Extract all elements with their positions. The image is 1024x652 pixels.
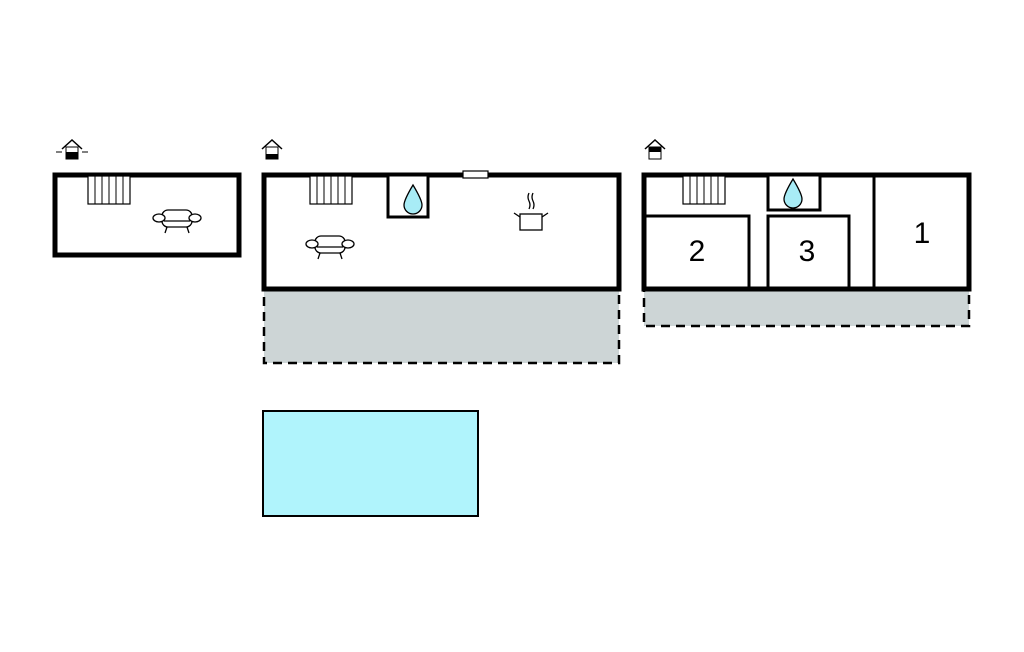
bedroom-3 [766, 214, 851, 290]
window-icon [462, 170, 489, 179]
radiator-icon [87, 175, 131, 205]
radiator-icon [682, 175, 726, 205]
room-label-1: 1 [914, 217, 931, 250]
floor-plan-basement [52, 138, 242, 258]
floor-plan-upper: 1 2 3 [641, 138, 972, 328]
level-ground-icon [261, 138, 283, 160]
room-outline [261, 172, 622, 292]
floor-plan-ground [261, 138, 622, 365]
level-upper-icon [644, 138, 666, 160]
radiator-icon [309, 175, 353, 205]
room-label-2: 2 [689, 235, 706, 268]
terrace [262, 288, 621, 365]
room-outline [52, 172, 242, 258]
bedroom-2 [643, 214, 751, 290]
pool [262, 410, 479, 517]
cooking-pot-icon [513, 192, 549, 231]
terrace [642, 288, 971, 328]
level-basement-icon [56, 138, 88, 160]
room-label-3: 3 [799, 235, 816, 268]
